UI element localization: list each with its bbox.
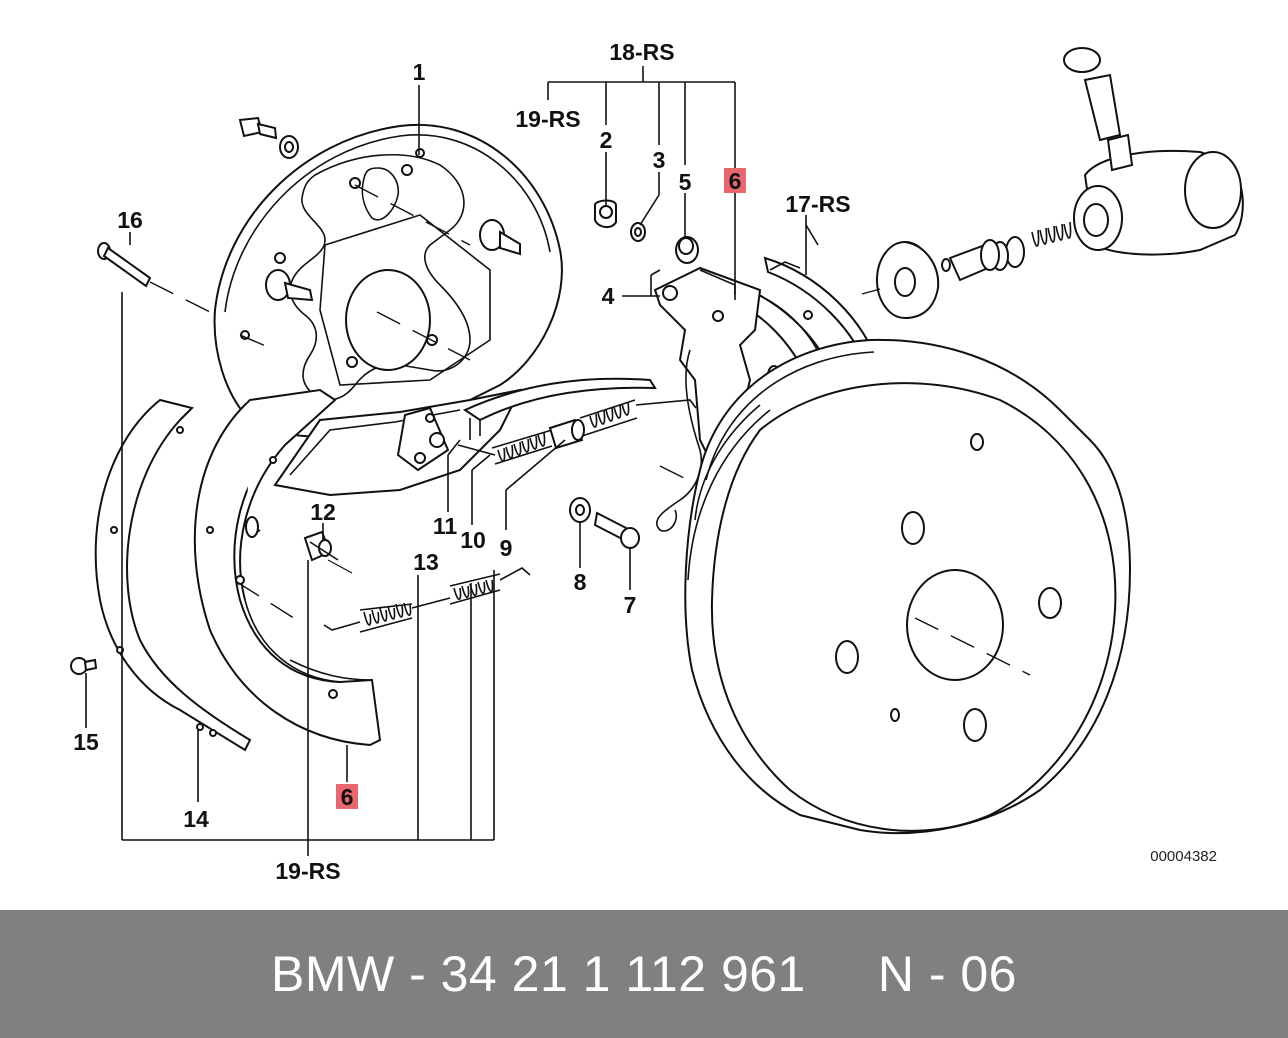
cup-washer: [594, 199, 617, 228]
label-part-6-lower: 6: [341, 784, 354, 810]
label-part-18-rs: 18-RS: [609, 39, 674, 65]
label-part-16: 16: [117, 207, 143, 233]
wheel-bolt: [593, 511, 640, 549]
label-part-1: 1: [413, 59, 426, 85]
label-part-6-upper: 6: [729, 168, 742, 194]
brake-exploded-diagram: 1 2 3 4 5 6 6 7 8 9 10 11 12 13 14 15 16…: [70, 39, 1244, 884]
brake-shoe-left: [193, 388, 382, 747]
label-part-3: 3: [653, 147, 666, 173]
part-number-text: BMW - 34 21 1 112 961 N - 06: [271, 946, 1017, 1002]
label-part-10: 10: [460, 527, 486, 553]
label-part-11: 11: [433, 513, 458, 539]
label-part-17-rs: 17-RS: [785, 191, 850, 217]
piston: [941, 239, 1000, 282]
highlight-box: [336, 784, 358, 809]
brake-lining: [94, 398, 252, 752]
screw: [70, 657, 98, 675]
hex-nut: [569, 497, 591, 523]
label-part-7: 7: [624, 592, 637, 618]
label-part-19-rs-upper: 19-RS: [515, 106, 580, 132]
adjuster-spring: [457, 399, 697, 465]
label-part-15: 15: [73, 729, 99, 755]
document-id: 00004382: [1150, 848, 1217, 865]
mounting-bolt: [238, 116, 299, 159]
return-spring-lower: [323, 567, 531, 633]
label-part-19-rs-lower: 19-RS: [275, 858, 340, 884]
callout-labels: 1 2 3 4 5 6 6 7 8 9 10 11 12 13 14 15 16…: [73, 39, 1217, 884]
dust-boot: [876, 241, 940, 319]
label-part-5: 5: [679, 169, 692, 195]
label-part-13: 13: [413, 549, 439, 575]
label-part-9: 9: [500, 535, 513, 561]
label-part-8: 8: [574, 569, 587, 595]
spring-clip: [630, 222, 646, 242]
brake-drum: [684, 338, 1132, 835]
label-part-2: 2: [600, 127, 613, 153]
leader-lines: [85, 66, 819, 856]
highlight-box: [724, 168, 746, 193]
hold-down-pin: [97, 242, 152, 288]
retaining-clip: [303, 530, 339, 562]
piston-spring: [991, 221, 1072, 271]
bushing: [675, 236, 699, 264]
backing-plate: [213, 123, 563, 497]
brake-strut: [462, 377, 657, 440]
part-number-footer: BMW - 34 21 1 112 961 N - 06: [0, 910, 1288, 1038]
wheel-cylinder: [1063, 47, 1244, 256]
label-part-12: 12: [310, 499, 336, 525]
label-part-4: 4: [602, 283, 615, 309]
label-part-14: 14: [183, 806, 209, 832]
